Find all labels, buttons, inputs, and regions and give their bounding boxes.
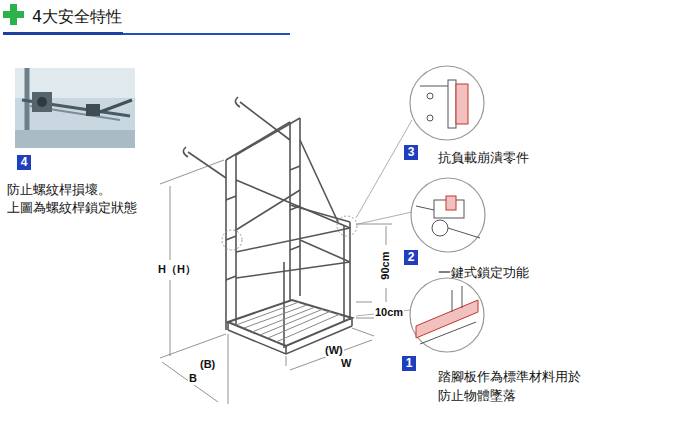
- heading: 4大安全特性: [32, 7, 122, 28]
- heading-rule: [3, 33, 290, 35]
- detail-circle: [411, 178, 485, 252]
- dimension-line: [160, 160, 392, 404]
- green-cross: [3, 11, 24, 18]
- feature-text: 抗負載崩潰零件: [438, 150, 529, 166]
- callout-number: 4: [17, 155, 31, 170]
- feature-text: 踏腳板作為標準材料用於: [438, 369, 581, 385]
- callout-number: 2: [404, 250, 418, 265]
- feature-text: 防止物體墜落: [438, 388, 516, 404]
- platform-grating: [236, 302, 340, 342]
- detail-circle: [410, 66, 484, 140]
- locator-circle: [222, 230, 242, 250]
- heading-rule: [3, 32, 123, 35]
- detail-circle: [410, 278, 484, 352]
- callout-number: 1: [402, 356, 416, 371]
- dimension-label: B: [188, 372, 198, 385]
- feature-text: 上圖為螺紋桿鎖定狀態: [7, 200, 137, 216]
- dimension-label: 90cm: [379, 251, 392, 281]
- rod-photo: [15, 68, 135, 148]
- dimension-label: 10cm: [374, 306, 404, 319]
- dimension-label: W: [340, 357, 352, 370]
- dimension-label: (B): [199, 358, 216, 371]
- locator-circle: [337, 216, 357, 236]
- scaffold-frame: [183, 97, 352, 354]
- feature-text: 一鍵式鎖定功能: [438, 265, 529, 281]
- feature-text: 防止螺紋桿損壞。: [7, 182, 111, 198]
- dimension-label: H（H）: [157, 263, 197, 276]
- dimension-label: (W): [324, 344, 344, 357]
- callout-number: 3: [404, 145, 418, 160]
